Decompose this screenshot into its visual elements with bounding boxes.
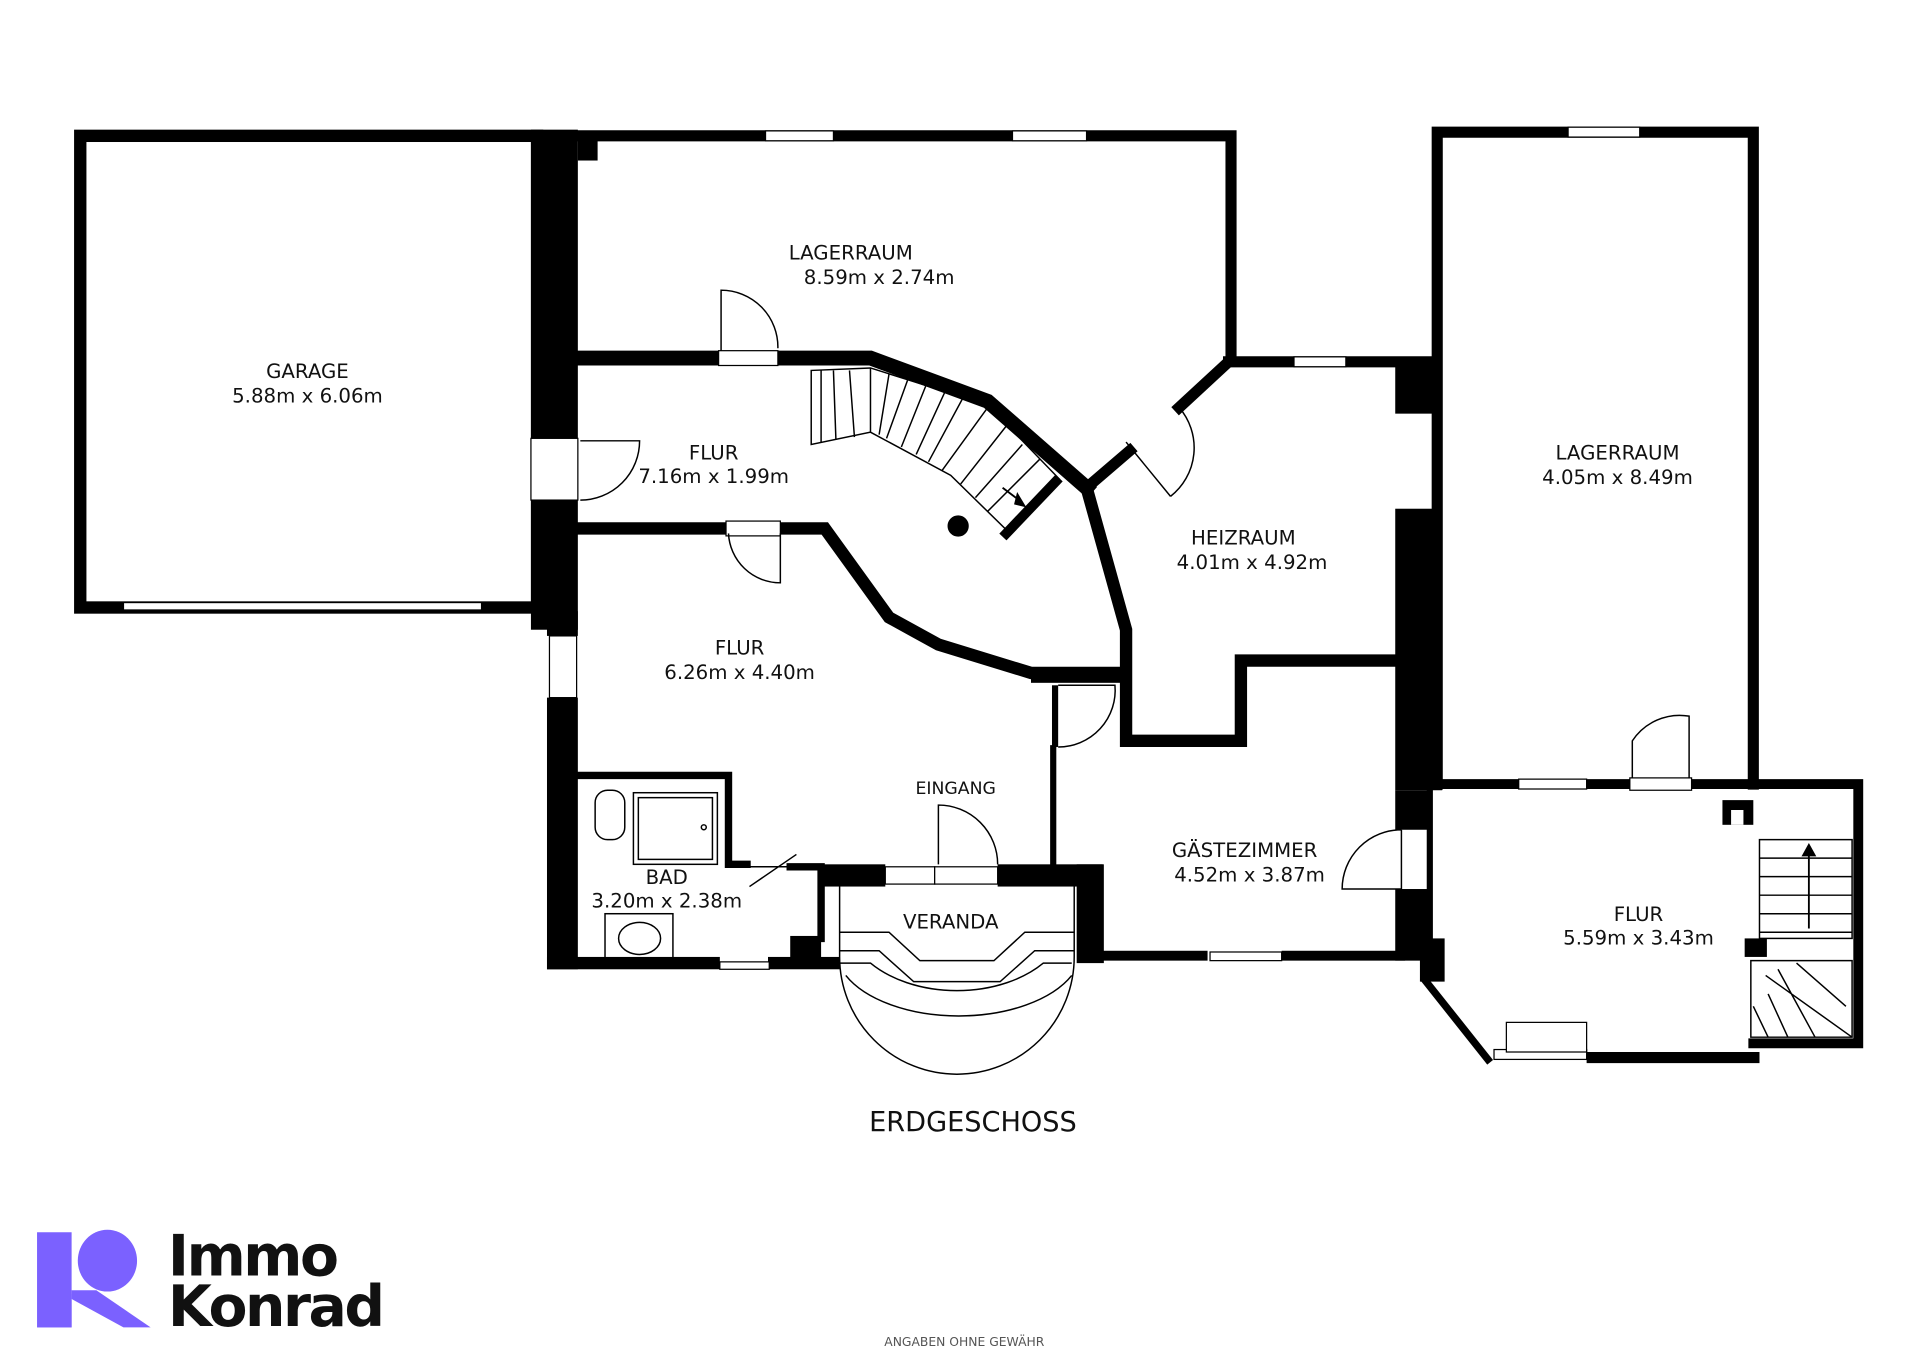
room-size-bad: 3.20m x 2.38m (591, 890, 742, 913)
bathroom-fixtures (594, 789, 719, 959)
floor-title: ERDGESCHOSS (869, 1107, 1077, 1138)
room-name-lagerraum-top: LAGERRAUM (789, 241, 913, 264)
room-name-veranda: VERANDA (903, 911, 999, 934)
disclaimer: ANGABEN OHNE GEWÄHR (884, 1334, 1044, 1349)
logo-line2: Konrad (168, 1274, 383, 1340)
windows (122, 126, 1641, 1061)
doors (580, 289, 1693, 890)
room-name-heizraum: HEIZRAUM (1191, 527, 1296, 550)
room-size-heizraum: 4.01m x 4.92m (1177, 551, 1328, 574)
room-name-flur-right: FLUR (1614, 903, 1664, 926)
immo-konrad-logo: Immo Konrad (37, 1223, 385, 1340)
room-size-garage: 5.88m x 6.06m (232, 385, 383, 408)
room-name-flur-main: FLUR (715, 636, 765, 659)
room-size-flur-main: 6.26m x 4.40m (664, 661, 815, 684)
room-size-lagerraum-right: 4.05m x 8.49m (1542, 466, 1693, 489)
room-name-garage: GARAGE (266, 360, 349, 383)
room-name-flur-upper: FLUR (689, 441, 739, 464)
room-size-flur-upper: 7.16m x 1.99m (638, 465, 789, 488)
room-name-eingang: EINGANG (915, 779, 995, 799)
room-name-bad: BAD (646, 866, 688, 889)
room-name-lagerraum-right: LAGERRAUM (1555, 441, 1679, 464)
room-name-gaestezimmer: GÄSTEZIMMER (1172, 839, 1318, 862)
logo-line1: Immo (168, 1223, 337, 1289)
room-size-lagerraum-top: 8.59m x 2.74m (804, 266, 955, 289)
room-size-flur-right: 5.59m x 3.43m (1563, 927, 1714, 950)
staircase (810, 367, 1853, 1038)
veranda-steps (838, 886, 1075, 1075)
room-size-gaestezimmer: 4.52m x 3.87m (1174, 864, 1325, 887)
